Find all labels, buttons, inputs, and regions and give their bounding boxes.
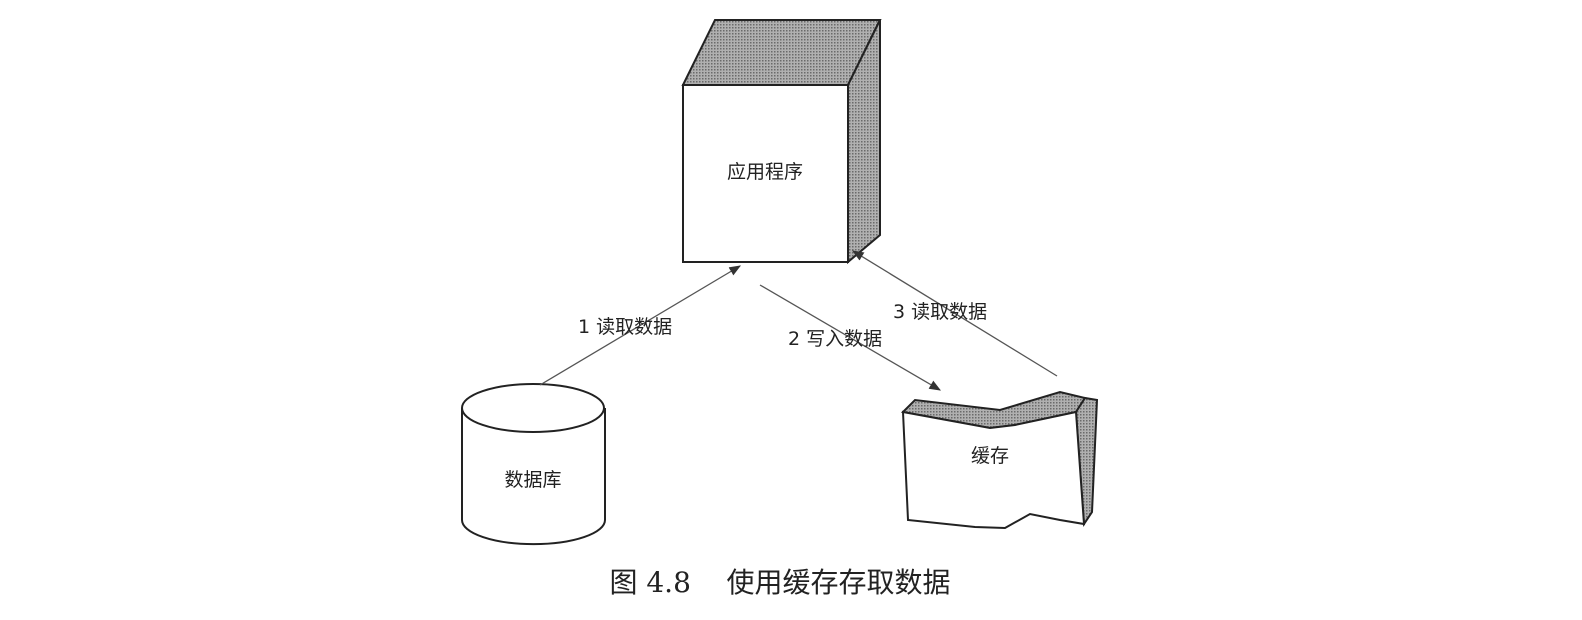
arrow-read-cache: [852, 250, 1058, 377]
arrow-read-database: [539, 265, 742, 386]
edge-label-2: 2 写入数据: [788, 328, 882, 350]
cylinder-top: [461, 383, 605, 433]
cube-front-face: [682, 84, 849, 263]
cache-node: 缓存: [900, 390, 1099, 530]
cube-top-face: [681, 19, 882, 86]
database-label: 数据库: [504, 469, 561, 491]
cache-label: 缓存: [971, 445, 1009, 467]
cylinder-body: [461, 408, 606, 546]
application-node: 应用程序: [681, 19, 882, 265]
cache-front-face: [901, 410, 1086, 530]
arrow-write-cache: [759, 284, 942, 391]
edge-label-3: 3 读取数据: [893, 301, 987, 323]
edge-label-1: 1 读取数据: [578, 316, 672, 338]
figure-caption: 图 4.8 使用缓存存取数据: [609, 566, 950, 599]
application-label: 应用程序: [727, 161, 803, 183]
database-node: 数据库: [461, 383, 606, 546]
